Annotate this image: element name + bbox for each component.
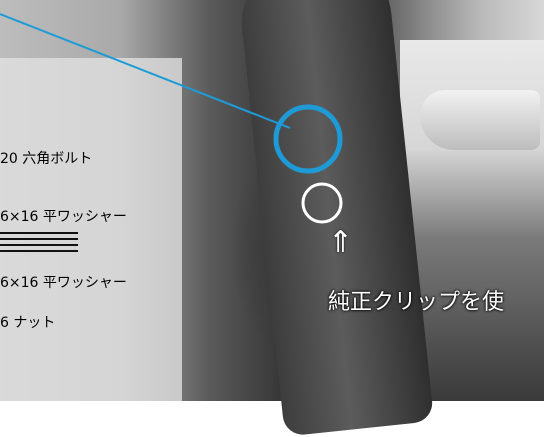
washer-bar-4 [0, 250, 78, 252]
washer-bar-2 [0, 238, 78, 240]
label-flat-washer-top: 6×16 平ワッシャー [0, 209, 127, 225]
annotation-overlay [0, 13, 343, 224]
headlamp-area [420, 90, 540, 150]
double-up-arrow-icon: ⇑ [328, 225, 354, 260]
clip-location-circle [301, 182, 343, 224]
washer-bar-3 [0, 244, 78, 246]
genuine-clip-note: 純正クリップを使 [328, 290, 505, 315]
parts-legend-panel: 20 六角ボルト 6×16 平ワッシャー 6×16 平ワッシャー 6 ナット [0, 58, 182, 401]
bolt-location-circle [273, 104, 343, 174]
washer-bar-1 [0, 232, 78, 234]
label-hex-bolt: 20 六角ボルト [0, 151, 93, 167]
label-nut: 6 ナット [0, 315, 56, 331]
label-flat-washer-bottom: 6×16 平ワッシャー [0, 275, 127, 291]
callout-leader-line [0, 13, 291, 129]
